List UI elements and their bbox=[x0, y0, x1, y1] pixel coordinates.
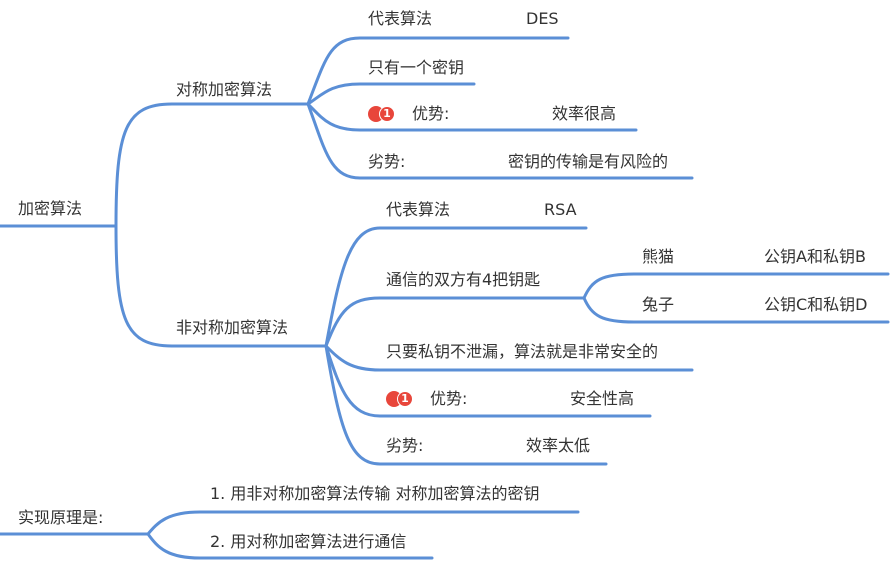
asym-keys-node[interactable]: 通信的双方有4把钥匙 bbox=[386, 270, 541, 289]
edge-sym-rep bbox=[306, 36, 570, 106]
edge-principle-step2 bbox=[146, 532, 434, 560]
sym-rep-label[interactable]: 代表算法 bbox=[368, 9, 433, 28]
edge-sym-adv bbox=[306, 102, 638, 132]
edge-keys-panda bbox=[582, 272, 890, 300]
sym-dis-label[interactable]: 劣势: bbox=[368, 152, 406, 171]
priority-1-icon: 1 bbox=[386, 390, 416, 408]
asym-rep-label[interactable]: 代表算法 bbox=[386, 200, 451, 219]
principle-step-2[interactable]: 2. 用对称加密算法进行通信 bbox=[210, 532, 407, 551]
edge-asym-dis bbox=[324, 344, 608, 466]
edge-keys-rabbit bbox=[582, 296, 890, 324]
edge-root-asymmetric bbox=[114, 224, 174, 348]
sym-adv-value: 效率很高 bbox=[552, 104, 617, 123]
principle-step-1[interactable]: 1. 用非对称加密算法传输 对称加密算法的密钥 bbox=[210, 484, 540, 503]
asym-adv-value: 安全性高 bbox=[570, 389, 635, 408]
edge-sym-dis bbox=[306, 102, 694, 180]
sym-adv-label[interactable]: 优势: bbox=[412, 104, 450, 123]
asym-adv-label[interactable]: 优势: bbox=[430, 389, 468, 408]
edge-sym-onekey bbox=[306, 82, 476, 106]
asym-dis-label[interactable]: 劣势: bbox=[386, 436, 424, 455]
asym-rep-value: RSA bbox=[544, 200, 577, 219]
edge-asym-secure bbox=[324, 344, 694, 372]
priority-badge-number: 1 bbox=[397, 391, 413, 407]
asym-dis-value: 效率太低 bbox=[526, 436, 591, 455]
sym-rep-value: DES bbox=[526, 9, 559, 28]
panda-keys: 公钥A和私钥B bbox=[764, 247, 866, 266]
sym-dis-value: 密钥的传输是有风险的 bbox=[508, 152, 669, 171]
root-node[interactable]: 加密算法 bbox=[18, 199, 83, 218]
asymmetric-node[interactable]: 非对称加密算法 bbox=[176, 318, 289, 337]
priority-badge-number: 1 bbox=[379, 106, 395, 122]
rabbit-node[interactable]: 兔子 bbox=[642, 295, 675, 314]
principle-node[interactable]: 实现原理是: bbox=[18, 508, 104, 527]
asym-secure-node[interactable]: 只要私钥不泄漏，算法就是非常安全的 bbox=[386, 342, 659, 361]
edge-principle-step1 bbox=[146, 510, 580, 536]
panda-node[interactable]: 熊猫 bbox=[642, 247, 675, 266]
rabbit-keys: 公钥C和私钥D bbox=[764, 295, 868, 314]
edge-asym-keys bbox=[324, 296, 586, 348]
edge-asym-adv bbox=[324, 344, 652, 418]
edge-root-symmetric bbox=[114, 102, 174, 228]
edge-asym-rep bbox=[324, 226, 588, 348]
priority-1-icon: 1 bbox=[368, 105, 398, 123]
symmetric-node[interactable]: 对称加密算法 bbox=[176, 80, 273, 99]
sym-one-key[interactable]: 只有一个密钥 bbox=[368, 58, 465, 77]
